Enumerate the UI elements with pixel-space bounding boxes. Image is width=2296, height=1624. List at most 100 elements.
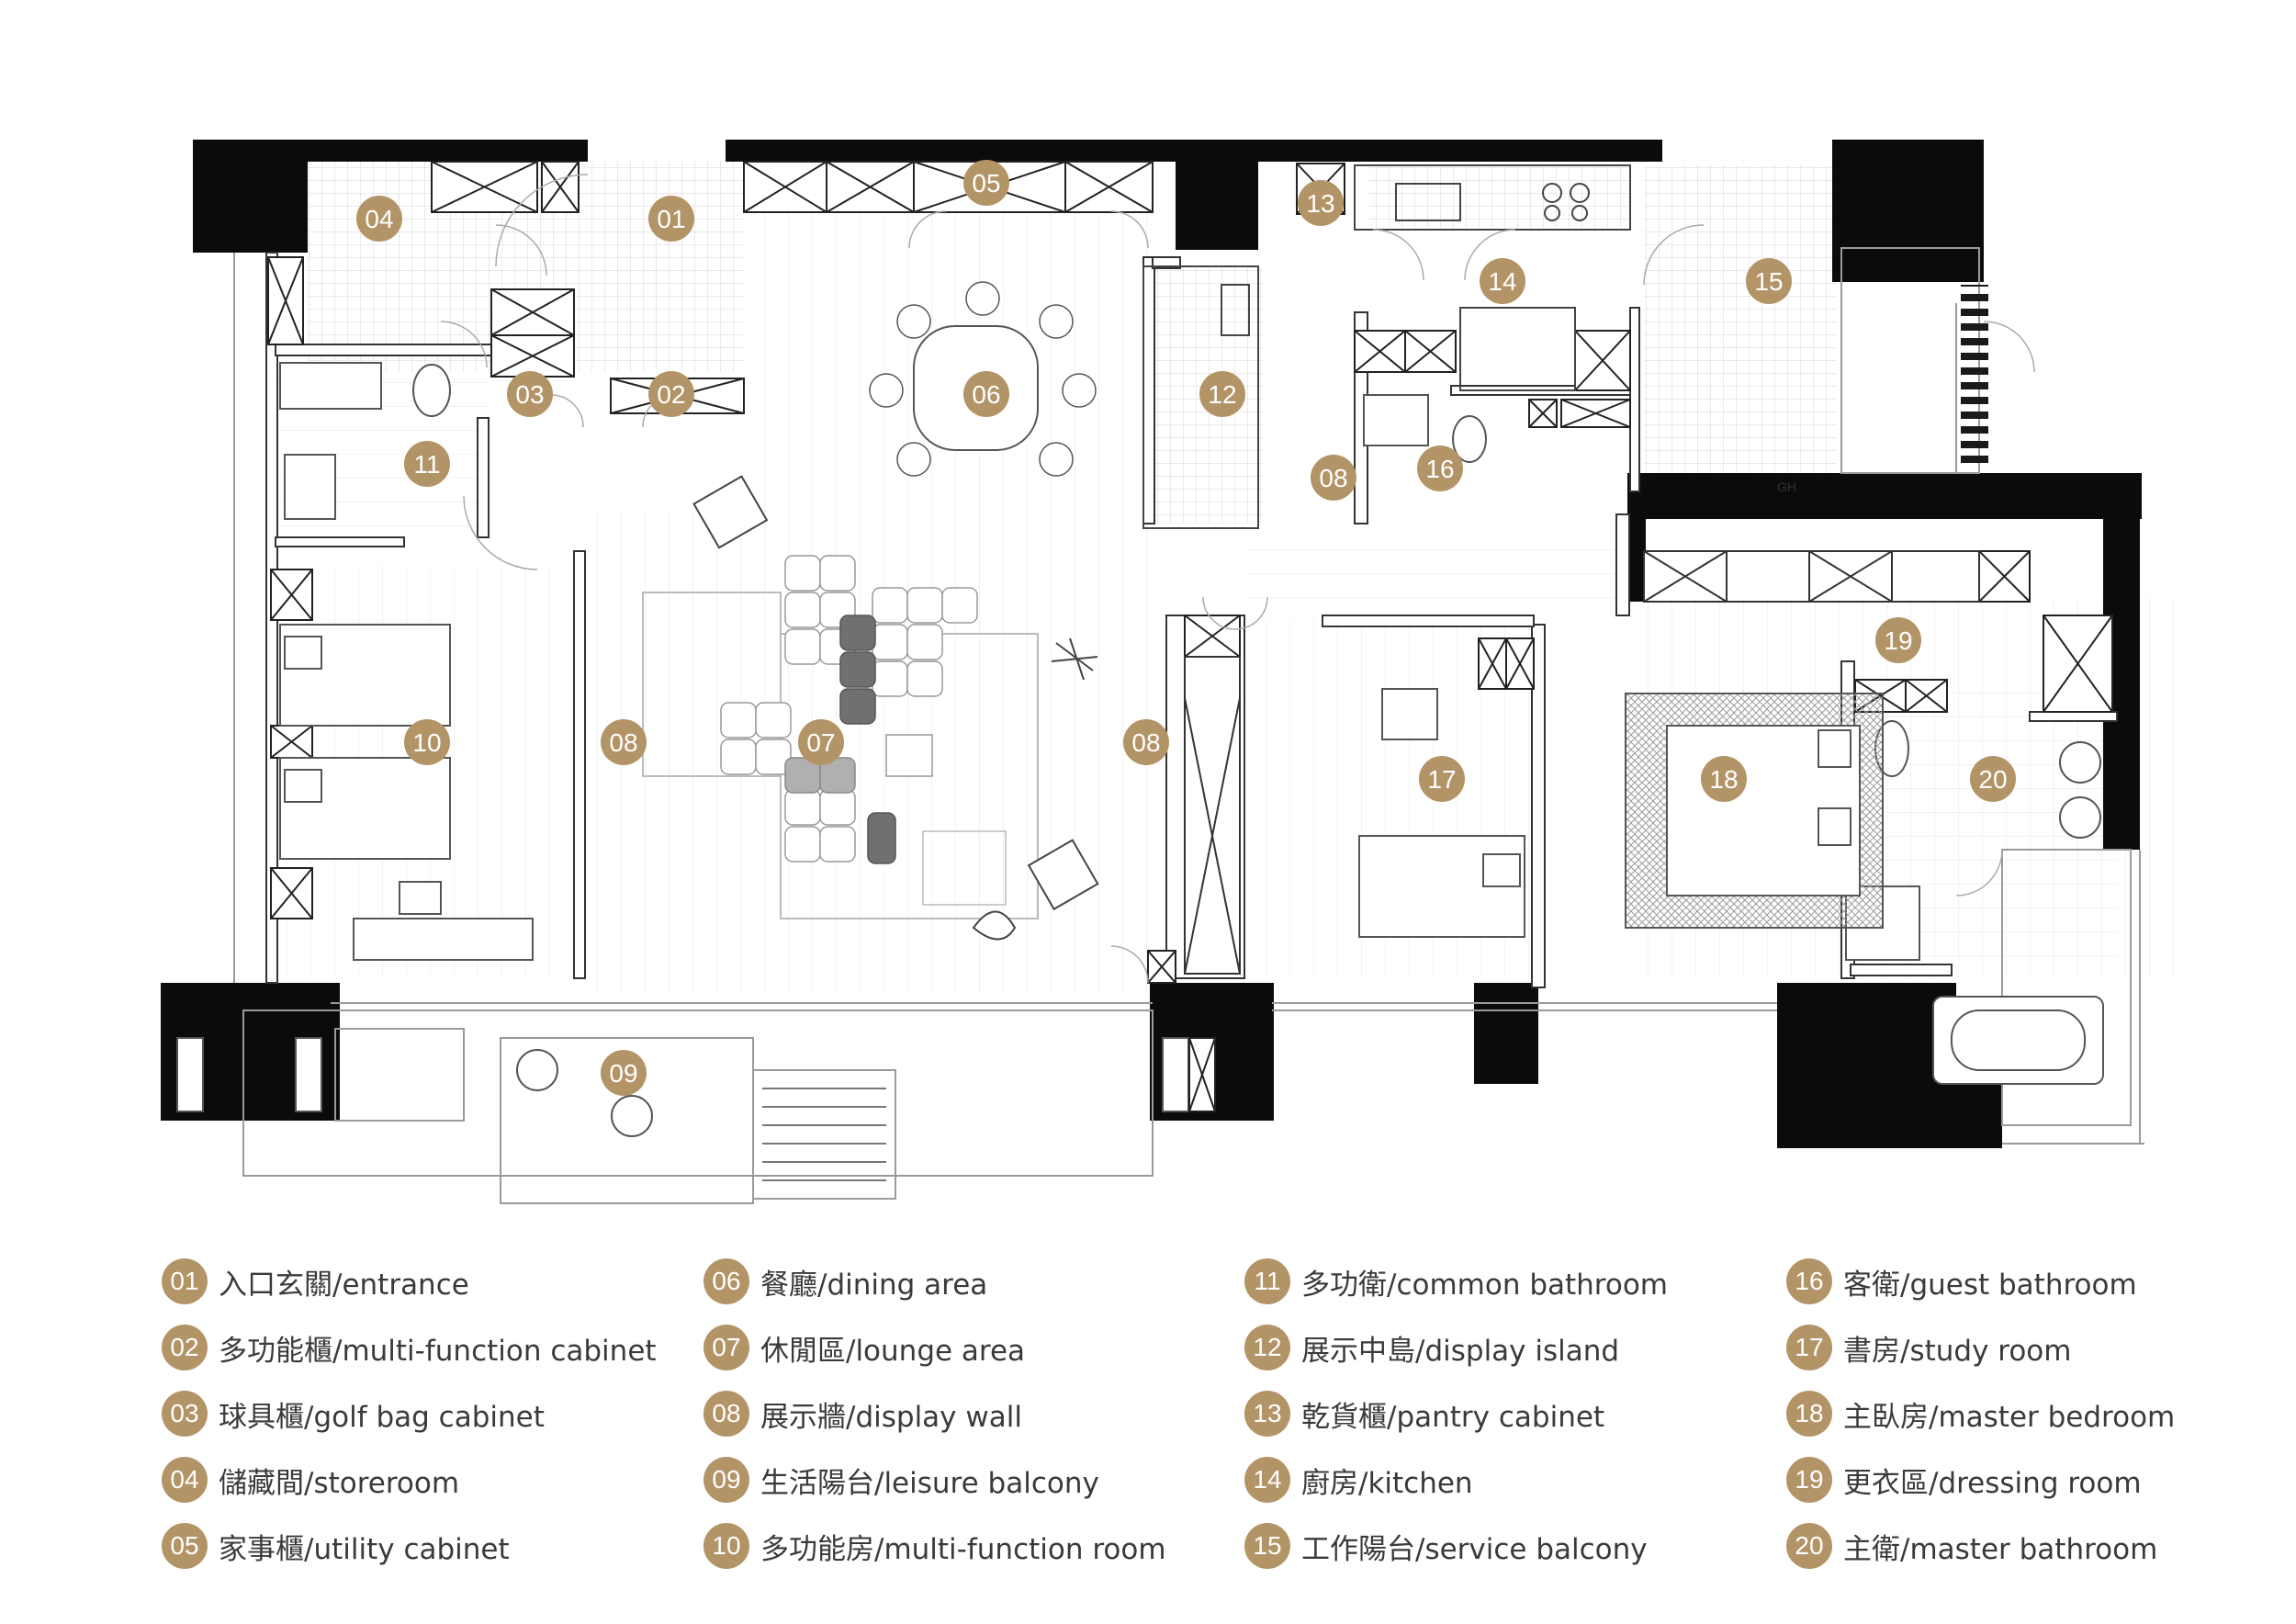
- lounge-furniture: [642, 475, 1099, 941]
- svg-text:17: 17: [1427, 765, 1456, 794]
- legend-label: 主衛/master bathroom: [1843, 1532, 2158, 1566]
- legend-label: 工作陽台/service balcony: [1301, 1532, 1648, 1566]
- svg-text:02: 02: [657, 380, 685, 409]
- legend-item-03: 03 球具櫃/golf bag cabinet: [162, 1391, 545, 1437]
- gh-label: GH: [1777, 479, 1796, 494]
- legend-item-15: 15 工作陽台/service balcony: [1244, 1523, 1648, 1569]
- legend-label: 主臥房/master bedroom: [1843, 1400, 2176, 1434]
- legend-badge: 14: [1244, 1457, 1290, 1503]
- legend-badge: 05: [162, 1523, 208, 1569]
- legend-item-09: 09 生活陽台/leisure balcony: [703, 1457, 1099, 1503]
- legend-label: 多功能房/multi-function room: [760, 1532, 1166, 1566]
- room-marker-05: 05: [963, 160, 1009, 206]
- legend-badge: 01: [162, 1258, 208, 1304]
- legend-item-14: 14 廚房/kitchen: [1244, 1457, 1473, 1503]
- legend-badge: 16: [1786, 1258, 1832, 1304]
- balcony-furniture: [516, 1049, 653, 1137]
- svg-text:16: 16: [1425, 455, 1454, 483]
- legend-label: 展示中島/display island: [1301, 1334, 1620, 1368]
- legend-label: 餐廳/dining area: [760, 1268, 988, 1302]
- room-marker-14: 14: [1480, 258, 1525, 304]
- room-marker-08-right: 08: [1123, 719, 1169, 765]
- room-marker-06: 06: [963, 371, 1009, 417]
- room-marker-10: 10: [404, 719, 450, 765]
- svg-text:18: 18: [1709, 765, 1738, 794]
- legend-badge: 17: [1786, 1325, 1832, 1370]
- svg-text:06: 06: [972, 380, 1000, 409]
- legend-item-10: 10 多功能房/multi-function room: [703, 1523, 1166, 1569]
- legend-label: 多功衛/common bathroom: [1301, 1268, 1668, 1302]
- legend-badge: 10: [703, 1523, 749, 1569]
- room-marker-08-kitchen: 08: [1311, 455, 1356, 501]
- legend-label: 乾貨櫃/pantry cabinet: [1301, 1400, 1605, 1434]
- svg-text:08: 08: [1319, 464, 1347, 492]
- legend-badge: 07: [703, 1325, 749, 1370]
- room-marker-16: 16: [1417, 445, 1463, 491]
- legend-label: 入口玄關/entrance: [219, 1268, 469, 1302]
- legend-badge: 03: [162, 1391, 208, 1437]
- legend-badge: 06: [703, 1258, 749, 1304]
- room-marker-20: 20: [1970, 756, 2016, 802]
- svg-text:05: 05: [972, 169, 1000, 197]
- kitchen-counters: [1142, 164, 1631, 529]
- svg-text:01: 01: [657, 205, 685, 233]
- legend-badge: 13: [1244, 1391, 1290, 1437]
- legend-item-12: 12 展示中島/display island: [1244, 1325, 1619, 1370]
- legend-item-04: 04 儲藏間/storeroom: [162, 1457, 459, 1503]
- legend-label: 球具櫃/golf bag cabinet: [219, 1400, 545, 1434]
- legend-badge: 19: [1786, 1457, 1832, 1503]
- svg-text:07: 07: [806, 728, 835, 757]
- legend-badge: 08: [703, 1391, 749, 1437]
- legend-label: 客衛/guest bathroom: [1843, 1268, 2137, 1302]
- svg-text:03: 03: [515, 380, 544, 409]
- svg-text:14: 14: [1488, 267, 1516, 296]
- legend-label: 多功能櫃/multi-function cabinet: [219, 1334, 657, 1368]
- legend-item-13: 13 乾貨櫃/pantry cabinet: [1244, 1391, 1604, 1437]
- svg-text:13: 13: [1306, 189, 1334, 218]
- room-marker-18: 18: [1701, 756, 1747, 802]
- legend-badge: 11: [1244, 1258, 1290, 1304]
- legend-label: 休閒區/lounge area: [760, 1334, 1026, 1368]
- legend-label: 更衣區/dressing room: [1843, 1466, 2142, 1500]
- legend-item-08: 08 展示牆/display wall: [703, 1391, 1022, 1437]
- room-marker-04: 04: [356, 196, 402, 242]
- room-marker-19: 19: [1875, 617, 1921, 663]
- legend-badge: 12: [1244, 1325, 1290, 1370]
- legend-badge: 09: [703, 1457, 749, 1503]
- legend-badge: 15: [1244, 1523, 1290, 1569]
- legend-label: 儲藏間/storeroom: [219, 1466, 460, 1500]
- room-marker-17: 17: [1419, 756, 1465, 802]
- svg-text:04: 04: [365, 205, 393, 233]
- svg-text:20: 20: [1978, 765, 2007, 794]
- bedroom-furniture: [279, 624, 1884, 961]
- svg-text:11: 11: [413, 450, 440, 479]
- legend-item-07: 07 休閒區/lounge area: [703, 1325, 1025, 1370]
- svg-text:15: 15: [1754, 267, 1783, 296]
- door-swings: [440, 174, 2035, 984]
- svg-text:08: 08: [609, 728, 637, 757]
- room-marker-13: 13: [1298, 180, 1344, 226]
- legend-label: 展示牆/display wall: [760, 1400, 1022, 1434]
- legend-badge: 02: [162, 1325, 208, 1370]
- room-markers: 01 02 03 04 05 06 07 08 08 08 09 10 11 1…: [356, 160, 2016, 1096]
- svg-text:09: 09: [609, 1059, 637, 1088]
- wardrobe-row: [1184, 550, 1980, 975]
- legend-label: 生活陽台/leisure balcony: [760, 1466, 1099, 1500]
- room-marker-09: 09: [601, 1050, 647, 1096]
- legend-item-19: 19 更衣區/dressing room: [1786, 1457, 2142, 1503]
- legend-item-01: 01 入口玄關/entrance: [162, 1258, 469, 1304]
- room-marker-07: 07: [798, 719, 844, 765]
- legend-label: 廚房/kitchen: [1301, 1466, 1473, 1500]
- svg-text:12: 12: [1208, 380, 1236, 409]
- legend-item-16: 16 客衛/guest bathroom: [1786, 1258, 2137, 1304]
- legend-badge: 18: [1786, 1391, 1832, 1437]
- balcony-grille: [1961, 285, 1988, 464]
- balcony-steps: [762, 1088, 886, 1181]
- legend-badge: 04: [162, 1457, 208, 1503]
- room-marker-08-left: 08: [601, 719, 647, 765]
- legend-item-06: 06 餐廳/dining area: [703, 1258, 987, 1304]
